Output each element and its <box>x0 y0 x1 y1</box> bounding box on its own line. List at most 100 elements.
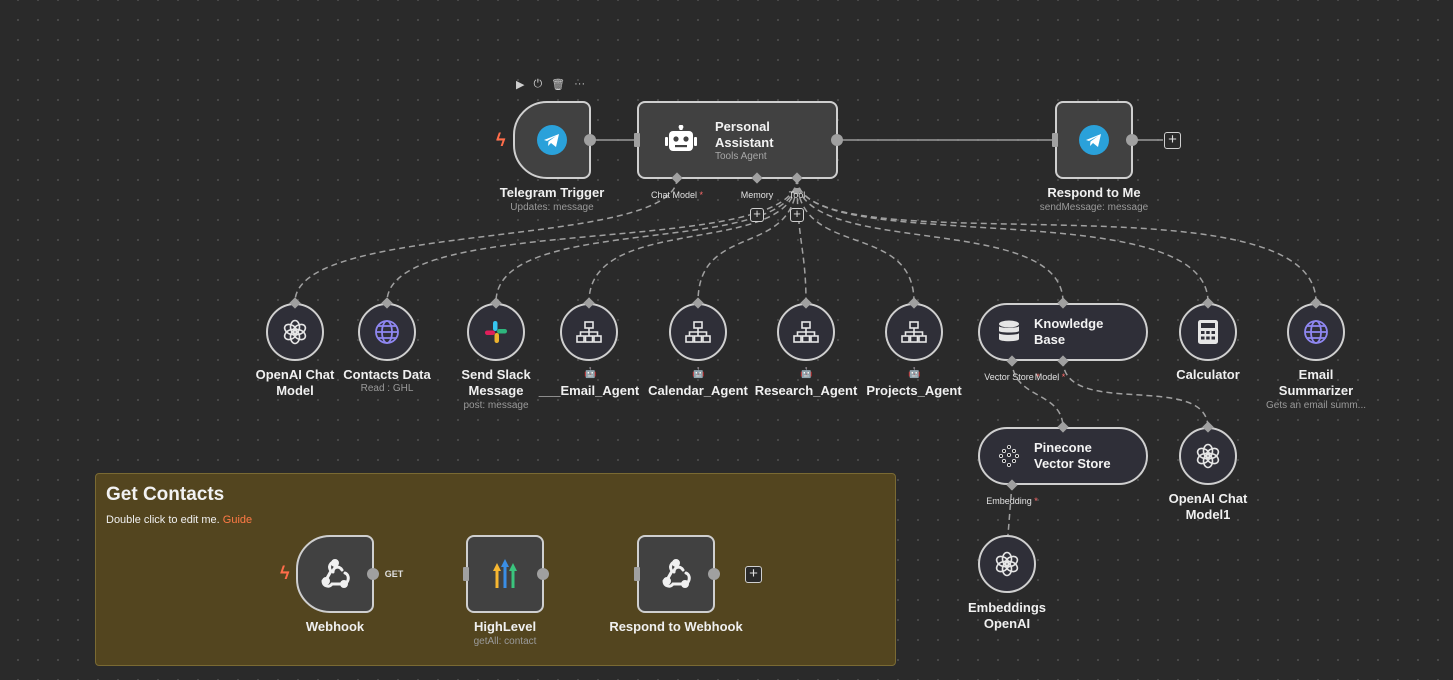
add-memory-button[interactable]: + <box>750 207 764 222</box>
calculator-icon <box>1198 320 1218 344</box>
workflow-icon <box>685 321 711 343</box>
output-port[interactable] <box>1125 133 1139 147</box>
telegram-trigger-node[interactable] <box>513 101 591 179</box>
tool-input-port[interactable] <box>1310 297 1322 309</box>
more-icon[interactable]: ··· <box>574 78 586 90</box>
webhook-icon <box>321 559 350 588</box>
personal-assistant-node[interactable]: Personal Assistant Tools Agent <box>637 101 838 179</box>
research-agent-label: Research_Agent <box>754 383 858 398</box>
respond-to-me-node[interactable] <box>1055 101 1133 179</box>
output-port[interactable] <box>583 133 597 147</box>
tool-input-port[interactable] <box>381 297 393 309</box>
play-icon[interactable]: ▶ <box>516 79 525 91</box>
delete-icon[interactable]: 🗑 <box>551 79 566 91</box>
trigger-bolt-icon: ϟ <box>280 563 290 583</box>
workflow-icon <box>793 321 819 343</box>
respond-to-me-sub: sendMessage: message <box>1039 202 1149 213</box>
model1-input-port[interactable] <box>1202 421 1214 433</box>
tool-input-port[interactable] <box>583 297 595 309</box>
model-port[interactable] <box>1057 355 1069 367</box>
output-port[interactable] <box>830 133 844 147</box>
pinecone-input-port[interactable] <box>1057 421 1069 433</box>
pinecone-vector-store-node[interactable]: Pinecone Vector Store <box>978 427 1148 485</box>
respond-to-me-label: Respond to Me <box>1047 185 1141 200</box>
openai-chat-model1-node[interactable] <box>1179 427 1237 485</box>
robot-icon <box>665 125 697 151</box>
output-port[interactable] <box>536 567 550 581</box>
globe-icon <box>375 320 399 344</box>
agent-badge-icon: 🤖 <box>908 368 921 379</box>
add-node-button[interactable]: + <box>745 566 762 583</box>
telegram-icon <box>537 125 567 155</box>
workflow-icon <box>901 321 927 343</box>
sticky-title: Get Contacts <box>106 484 225 505</box>
chat-model-port-label: Chat Model * <box>650 190 704 200</box>
send-slack-node[interactable] <box>467 303 525 361</box>
node-toolbar: ▶ ⏻ 🗑 ··· <box>516 78 585 91</box>
calendar-agent-label: Calendar_Agent <box>648 383 748 398</box>
model-port-label: Model * <box>1034 372 1066 382</box>
pinecone-label-2: Vector Store <box>1034 456 1111 471</box>
tool-input-port[interactable] <box>908 297 920 309</box>
chat-model-port[interactable] <box>671 172 683 184</box>
contacts-data-label: Contacts Data <box>343 367 431 382</box>
contacts-data-sub: Read : GHL <box>360 383 414 394</box>
embedding-port-label: Embedding * <box>986 496 1038 506</box>
slack-icon <box>485 321 507 343</box>
openai-chat-model-node[interactable] <box>266 303 324 361</box>
output-port[interactable] <box>707 567 721 581</box>
guide-link[interactable]: Guide <box>222 514 253 526</box>
tool-input-port[interactable] <box>692 297 704 309</box>
knowledge-base-node[interactable]: Knowledge Base <box>978 303 1148 361</box>
embeddings-openai-node[interactable] <box>978 535 1036 593</box>
embedding-port[interactable] <box>1006 479 1018 491</box>
input-port[interactable] <box>634 567 640 581</box>
telegram-icon <box>1079 125 1109 155</box>
pinecone-icon <box>998 444 1020 468</box>
input-port[interactable] <box>634 133 640 147</box>
webhook-node[interactable] <box>296 535 374 613</box>
personal-assistant-sub: Tools Agent <box>715 150 767 162</box>
tool-input-port[interactable] <box>800 297 812 309</box>
email-agent-node[interactable] <box>560 303 618 361</box>
output-port[interactable] <box>366 567 380 581</box>
projects-agent-label: Projects_Agent <box>866 383 962 398</box>
trigger-bolt-icon: ϟ <box>496 130 506 150</box>
vector-store-port-label: Vector Store * <box>984 372 1040 382</box>
tool-port[interactable] <box>791 172 803 184</box>
email-summarizer-sub: Gets an email summ... <box>1265 400 1367 411</box>
tool-input-port[interactable] <box>1202 297 1214 309</box>
email-agent-label: ___Email_Agent <box>538 383 640 398</box>
webhook-icon <box>662 559 691 588</box>
input-port[interactable] <box>463 567 469 581</box>
contacts-data-node[interactable] <box>358 303 416 361</box>
sticky-note-text: Double click to edit me. Guide <box>106 514 253 526</box>
email-summarizer-node[interactable] <box>1287 303 1345 361</box>
workflow-icon <box>576 321 602 343</box>
highlevel-node[interactable] <box>466 535 544 613</box>
knowledge-base-label-2: Base <box>1034 332 1066 347</box>
send-slack-sub: post: message <box>463 400 529 411</box>
webhook-label: Webhook <box>305 619 365 634</box>
projects-agent-node[interactable] <box>885 303 943 361</box>
add-tool-button[interactable]: + <box>790 207 804 222</box>
calendar-agent-node[interactable] <box>669 303 727 361</box>
add-node-button[interactable]: + <box>1164 132 1181 149</box>
power-icon[interactable]: ⏻ <box>533 78 543 90</box>
telegram-trigger-label: Telegram Trigger <box>499 185 605 200</box>
tool-input-port[interactable] <box>289 297 301 309</box>
agent-badge-icon: 🤖 <box>584 368 597 379</box>
highlevel-sub: getAll: contact <box>473 636 537 647</box>
tool-input-port[interactable] <box>1057 297 1069 309</box>
vector-store-port[interactable] <box>1006 355 1018 367</box>
tool-input-port[interactable] <box>490 297 502 309</box>
research-agent-node[interactable] <box>777 303 835 361</box>
memory-port[interactable] <box>751 172 763 184</box>
input-port[interactable] <box>1052 133 1058 147</box>
calculator-node[interactable] <box>1179 303 1237 361</box>
respond-to-webhook-label: Respond to Webhook <box>609 619 743 634</box>
respond-to-webhook-node[interactable] <box>637 535 715 613</box>
